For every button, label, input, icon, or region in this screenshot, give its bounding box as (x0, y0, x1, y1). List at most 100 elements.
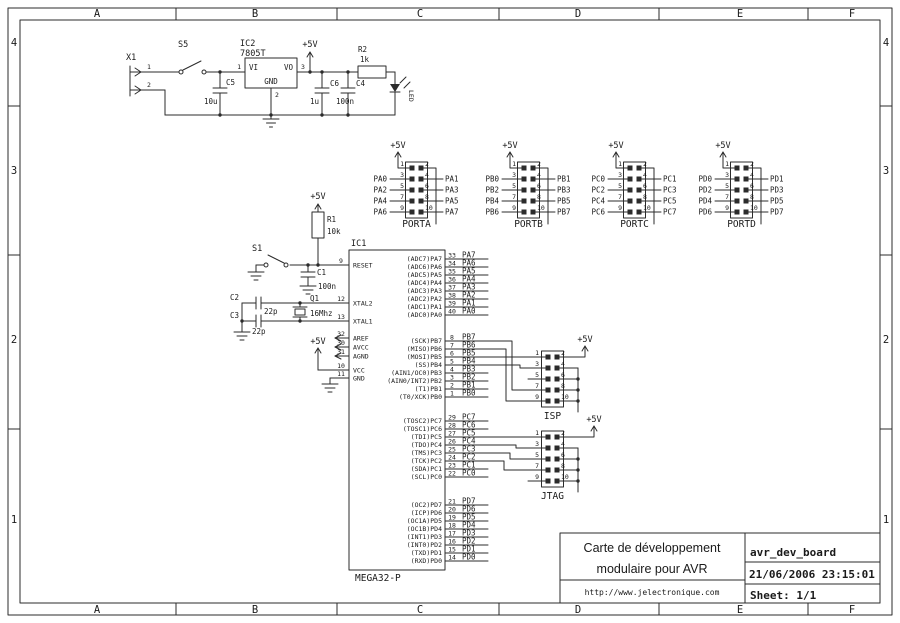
connector-x1: X1 1 2 (126, 53, 180, 116)
pin-label: (TMS)PC3 (411, 449, 442, 457)
frame-row-label-right: 4 (883, 37, 889, 49)
pin-number: 2 (561, 349, 565, 357)
pin-pad (545, 445, 551, 451)
pin-pad (554, 467, 560, 473)
pin-label: RESET (353, 262, 373, 270)
pin-pad (554, 387, 560, 393)
net-label: PB1 (557, 175, 571, 184)
ic2-pin-number: 2 (275, 91, 279, 99)
pin-pad (627, 198, 633, 204)
pin2-wire (641, 167, 655, 225)
pin-number: 8 (750, 193, 754, 201)
pin-number: 33 (448, 252, 456, 260)
pin-number: 1 (512, 160, 516, 168)
pin-number: 28 (448, 422, 456, 430)
pin-number: 2 (537, 160, 541, 168)
pin-number: 3 (725, 171, 729, 179)
pin-label: VCC (353, 367, 365, 375)
pin-label: AREF (353, 335, 369, 343)
pin-label: (T0/XCK)PB0 (399, 393, 442, 401)
pin-number: 4 (561, 360, 565, 368)
pin-number: 4 (537, 171, 541, 179)
pin-pad (409, 187, 415, 193)
pin-number: 9 (535, 473, 539, 481)
frame-row-label-left: 3 (11, 165, 17, 177)
pin-label: XTAL1 (353, 318, 373, 326)
pin-number: 5 (535, 451, 539, 459)
pin-label: (MISO)PB6 (407, 345, 442, 353)
frame-column-label-bottom: C (417, 604, 423, 616)
net-label: PB3 (462, 365, 476, 374)
pin-number: 10 (425, 204, 433, 212)
pin-pad (554, 445, 560, 451)
v5-label: +5V (302, 40, 317, 50)
pin-pad (418, 165, 424, 171)
pin-number: 5 (618, 182, 622, 190)
power-arrow-icon (506, 151, 514, 158)
net-label: PD3 (462, 529, 476, 538)
pin-pad (734, 176, 740, 182)
power-arrow-icon (581, 345, 589, 352)
net-label: PA2 (462, 291, 476, 300)
pin-number: 32 (337, 330, 345, 338)
pin-number: 6 (425, 182, 429, 190)
pin-label: (INT1)PD3 (407, 533, 442, 541)
pin-pad (530, 176, 536, 182)
x1-pin1-number: 1 (147, 63, 151, 71)
net-flag-icon (334, 334, 342, 342)
frame-row-label-left: 1 (11, 514, 17, 526)
net-label: PB3 (557, 186, 571, 195)
net-label: PA3 (462, 283, 476, 292)
pin-number: 22 (448, 470, 456, 478)
pin-pad (636, 165, 642, 171)
pin-pad (636, 187, 642, 193)
net-label: PD5 (770, 197, 784, 206)
pin-pad (521, 187, 527, 193)
net-label: PA4 (373, 197, 387, 206)
net-label: PD6 (462, 505, 476, 514)
net-flag-icon (334, 352, 342, 360)
pin-pad (418, 198, 424, 204)
pin-number: 5 (400, 182, 404, 190)
net-label: PC1 (663, 175, 677, 184)
pin-number: 7 (725, 193, 729, 201)
c3-ref: C3 (230, 311, 239, 320)
doc-datetime: 21/06/2006 23:15:01 (749, 568, 875, 581)
s1-ref: S1 (252, 244, 262, 254)
frame-inner-border (19, 19, 881, 604)
mcu: IC1 MEGA32-P 9RESET12XTAL213XTAL132AREF3… (230, 192, 489, 584)
capacitor-c5: C5 10u (204, 71, 235, 116)
pin-pad (545, 365, 551, 371)
pin-label: (MOSI)PB5 (407, 353, 442, 361)
v5-rail-power: +5V (302, 40, 318, 73)
switch-s1 (283, 262, 289, 268)
pin-label: (ADC3)PA3 (407, 287, 442, 295)
net-label: PC3 (663, 186, 677, 195)
pin-number: 1 (618, 160, 622, 168)
jtag-label: JTAG (541, 491, 564, 502)
pin-pad (734, 209, 740, 215)
net-label: PC4 (462, 437, 476, 446)
pin-number: 5 (725, 182, 729, 190)
c3-value: 22p (252, 327, 266, 336)
net-label: PD5 (462, 513, 476, 522)
net-label: PD7 (462, 497, 476, 506)
pin-pad (530, 187, 536, 193)
frame-column-label-top: B (252, 8, 258, 20)
pin-number: 10 (561, 393, 569, 401)
net-label: PC0 (462, 469, 476, 478)
pin-number: 23 (448, 462, 456, 470)
pin-number: 9 (400, 204, 404, 212)
pin-number: 39 (448, 300, 456, 308)
pin-number: 10 (537, 204, 545, 212)
title-line2: modulaire pour AVR (597, 562, 708, 576)
c5-value: 10u (204, 97, 218, 106)
pin-number: 7 (400, 193, 404, 201)
pin-pad (554, 434, 560, 440)
pin-label: (ADC1)PA1 (407, 303, 442, 311)
net-label: PA0 (462, 307, 476, 316)
pin-pad (743, 198, 749, 204)
pin-number: 7 (535, 382, 539, 390)
